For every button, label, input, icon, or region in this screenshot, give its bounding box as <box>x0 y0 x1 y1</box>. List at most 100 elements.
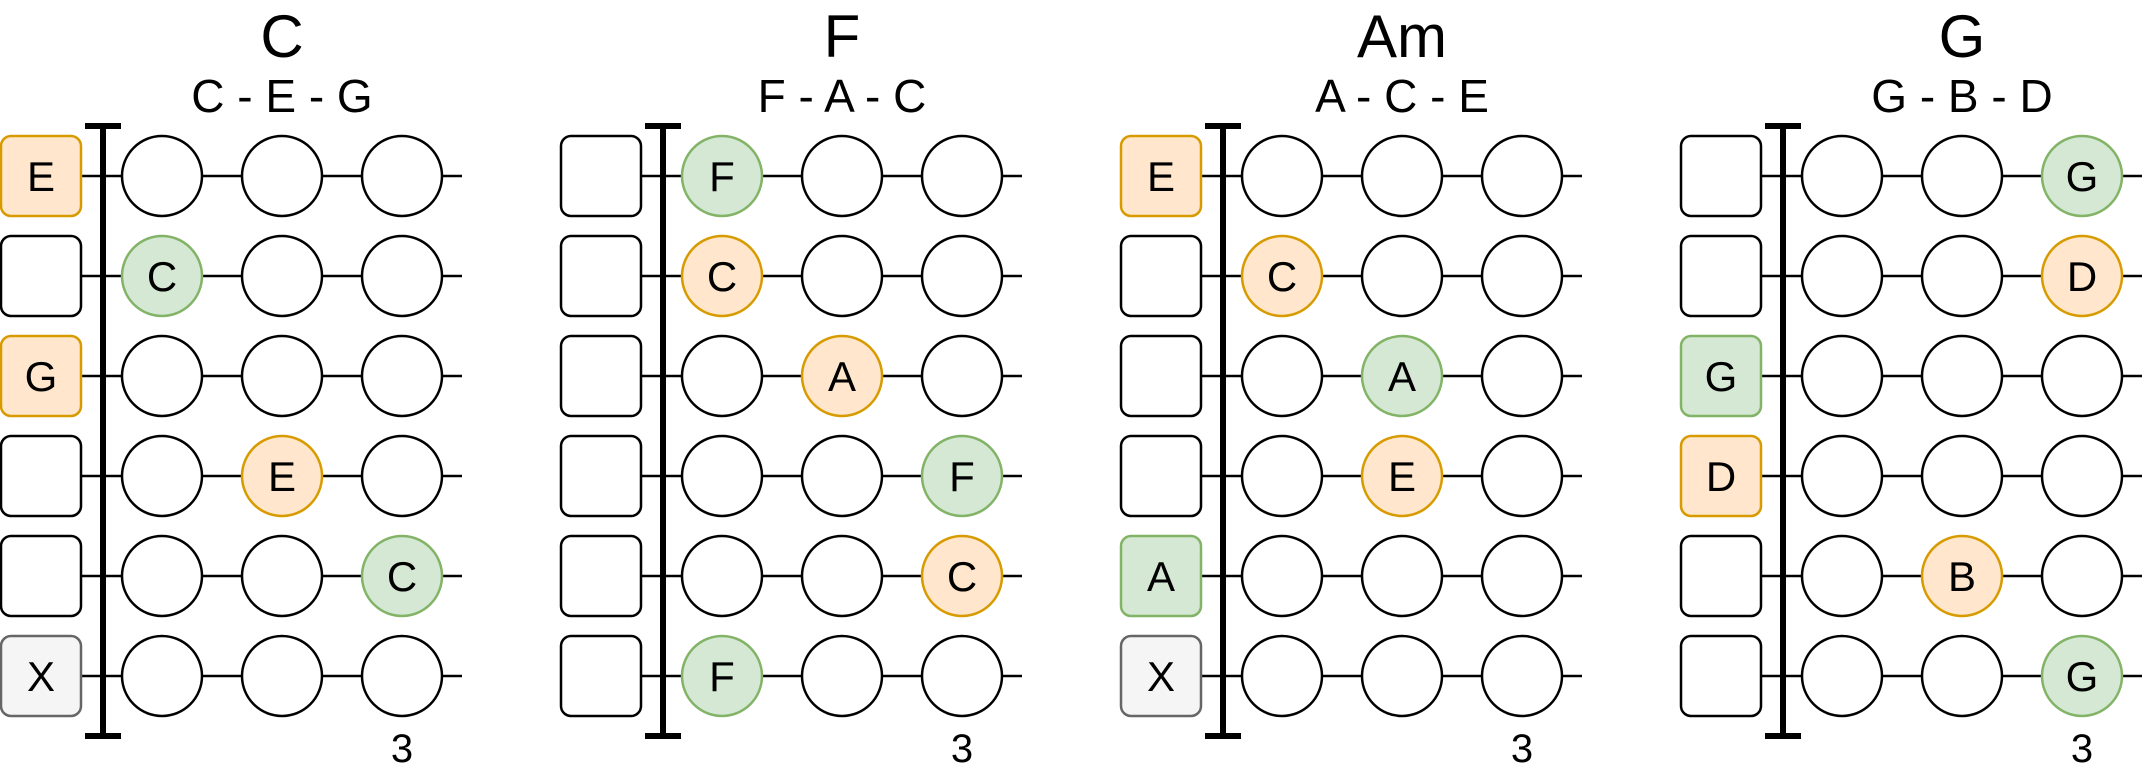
open-string-box <box>1119 434 1203 518</box>
fret-circle <box>1800 334 1884 418</box>
fret-circle <box>1800 634 1884 718</box>
fret-note: F <box>949 453 975 500</box>
fret-circle <box>2040 534 2124 618</box>
fret-circle <box>1360 634 1444 718</box>
open-string-box <box>1679 334 1763 418</box>
open-string-box <box>559 334 643 418</box>
fret-circle <box>240 534 324 618</box>
open-string-box <box>0 334 83 418</box>
fret-circle <box>2040 234 2124 318</box>
fret-circle <box>1920 534 2004 618</box>
open-string-box <box>0 434 83 518</box>
fret-circle <box>2040 634 2124 718</box>
fret-note: G <box>2066 653 2099 700</box>
fret-circle <box>240 234 324 318</box>
fret-circle <box>120 134 204 218</box>
open-string-note: X <box>27 653 55 700</box>
chord-notes: G - B - D <box>1871 70 2052 122</box>
fret-circle <box>120 234 204 318</box>
fret-note: D <box>2067 253 2097 300</box>
fret-note: E <box>1388 453 1416 500</box>
open-string-box <box>1679 534 1763 618</box>
chord-notes: A - C - E <box>1315 70 1489 122</box>
fret-circle <box>1360 434 1444 518</box>
fret-circle <box>360 234 444 318</box>
fret-circle <box>240 434 324 518</box>
fret-circle <box>800 134 884 218</box>
fret-circle <box>1360 334 1444 418</box>
open-string-box <box>1679 634 1763 718</box>
open-string-box <box>559 134 643 218</box>
open-string-box <box>0 234 83 318</box>
fret-note: F <box>709 153 735 200</box>
fret-circle <box>1480 234 1564 318</box>
fret-circle <box>680 434 764 518</box>
fret-note: C <box>707 253 737 300</box>
open-string-box <box>1119 534 1203 618</box>
fret-note: G <box>2066 153 2099 200</box>
chord-notes: F - A - C <box>758 70 927 122</box>
fret-circle <box>920 634 1004 718</box>
fret-circle <box>360 134 444 218</box>
fret-circle <box>680 634 764 718</box>
fret-circle <box>800 334 884 418</box>
open-string-box <box>1119 234 1203 318</box>
fret-note: B <box>1948 553 1976 600</box>
fret-circle <box>1240 634 1324 718</box>
fret-circle <box>1920 434 2004 518</box>
fret-circle <box>240 634 324 718</box>
fret-circle <box>2040 434 2124 518</box>
fret-circle <box>800 534 884 618</box>
open-string-box <box>559 634 643 718</box>
open-string-box <box>1119 334 1203 418</box>
fret-circle <box>240 334 324 418</box>
fret-note: C <box>947 553 977 600</box>
fret-circle <box>680 334 764 418</box>
fret-circle <box>800 634 884 718</box>
fret-circle <box>1240 534 1324 618</box>
fret-circle <box>920 434 1004 518</box>
chord-title: C <box>260 3 303 70</box>
fret-circle <box>1920 334 2004 418</box>
open-string-note: G <box>1705 353 1738 400</box>
fret-circle <box>1240 234 1324 318</box>
fret-circle <box>120 334 204 418</box>
open-string-box <box>1679 234 1763 318</box>
fret-circle <box>1800 534 1884 618</box>
fret-circle <box>1480 534 1564 618</box>
fret-circle <box>920 234 1004 318</box>
open-string-box <box>0 534 83 618</box>
fret-number: 3 <box>391 727 413 771</box>
fret-note: F <box>709 653 735 700</box>
fret-circle <box>1480 634 1564 718</box>
fret-circle <box>2040 134 2124 218</box>
fret-circle <box>1480 334 1564 418</box>
open-string-note: E <box>27 153 55 200</box>
fret-circle <box>240 134 324 218</box>
fret-circle <box>1360 234 1444 318</box>
chord-title: Am <box>1357 3 1447 70</box>
open-string-note: G <box>25 353 58 400</box>
fret-circle <box>1360 134 1444 218</box>
open-string-note: X <box>1147 653 1175 700</box>
open-string-box <box>1119 634 1203 718</box>
fret-note: A <box>1388 353 1416 400</box>
fret-circle <box>2040 334 2124 418</box>
fret-note: C <box>1267 253 1297 300</box>
fret-circle <box>1920 234 2004 318</box>
open-string-box <box>1119 134 1203 218</box>
fret-circle <box>1480 134 1564 218</box>
open-string-note: D <box>1706 453 1736 500</box>
open-string-box <box>559 234 643 318</box>
open-string-box <box>0 134 83 218</box>
fret-note: E <box>268 453 296 500</box>
fret-circle <box>680 534 764 618</box>
fret-circle <box>360 334 444 418</box>
chord-title: G <box>1939 3 1986 70</box>
open-string-note: E <box>1147 153 1175 200</box>
open-string-note: A <box>1147 553 1175 600</box>
fret-circle <box>360 434 444 518</box>
fret-circle <box>680 234 764 318</box>
